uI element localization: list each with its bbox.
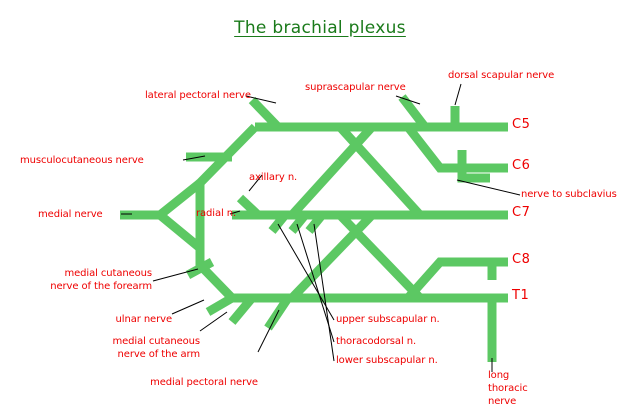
leader-radial [229, 210, 241, 215]
division-c7-to-lower [336, 211, 424, 302]
leader-dorsal-scapular [454, 83, 462, 106]
leader-suprascapular [395, 95, 421, 105]
leader-nerve-to-subclavius [456, 179, 521, 196]
root-label-c7: C7 [512, 205, 531, 220]
medial-cutaneous-arm-branch [228, 295, 256, 325]
label-long-thoracic-nerve-line1: long [488, 370, 510, 381]
lateral-cord-to-median [157, 179, 203, 219]
root-label-c5: C5 [512, 117, 531, 132]
medial-cutaneous-forearm-branch [185, 258, 215, 279]
leader-medial-cut-forearm [152, 268, 199, 282]
lower-subscapular-nerve-branch [305, 212, 326, 234]
leader-lines [121, 83, 521, 372]
label-medial-pectoral-nerve: medial pectoral nerve [150, 377, 258, 388]
leader-ulnar [171, 299, 205, 315]
label-lateral-pectoral-nerve: lateral pectoral nerve [145, 90, 251, 101]
nerve-trunks [120, 94, 508, 362]
division-lower-to-c7 [288, 211, 376, 302]
label-medial-cutaneous-forearm-line1: medial cutaneous [64, 268, 152, 279]
root-label-c6: C6 [512, 158, 531, 173]
label-medial-cutaneous-arm-line2: nerve of the arm [117, 349, 201, 360]
leader-thoracodorsal [296, 223, 335, 343]
label-lower-subscapular-nerve: lower subscapular n. [336, 355, 438, 366]
upper-subscapular-nerve-branch [268, 212, 289, 234]
division-c5-to-posterior [336, 123, 424, 219]
label-musculocutaneous-nerve: musculocutaneous nerve [20, 155, 144, 166]
page-title-text: The brachial plexus [234, 18, 406, 38]
label-nerve-to-subclavius: nerve to subclavius [521, 189, 617, 200]
ulnar-nerve-branch [205, 294, 235, 316]
label-dorsal-scapular-nerve: dorsal scapular nerve [448, 70, 555, 81]
label-suprascapular-nerve: suprascapular nerve [305, 82, 406, 93]
suprascapular-nerve-branch [398, 94, 429, 130]
medial-cord-to-median [157, 211, 203, 252]
label-long-thoracic-nerve-line2: thoracic [488, 383, 528, 394]
label-thoracodorsal-nerve: thoracodorsal n. [336, 336, 417, 347]
nerve-to-subclavius-branch [457, 150, 490, 183]
leader-medial-cut-arm [199, 311, 228, 332]
medial-cord [195, 215, 236, 302]
root-label-c8: C8 [512, 252, 531, 267]
thoracodorsal-nerve-branch [288, 212, 309, 234]
leader-medial-pectoral [257, 309, 280, 353]
label-upper-subscapular-nerve: upper subscapular n. [336, 314, 440, 325]
root-label-t1: T1 [512, 288, 530, 303]
leader-upper-subscapular [277, 223, 335, 321]
label-ulnar-nerve: ulnar nerve [115, 314, 173, 325]
label-medial-cutaneous-arm-line1: medial cutaneous [112, 336, 200, 347]
leader-lower-subscapular [313, 223, 335, 362]
label-axillary-nerve: axillary n. [249, 172, 298, 183]
label-medial-nerve: medial nerve [38, 209, 103, 220]
c8-to-lower-trunk [404, 257, 470, 301]
division-posterior-to-c7 [288, 123, 376, 219]
leader-axillary [248, 174, 263, 192]
leader-musculocutaneous [182, 155, 206, 161]
page-title: The brachial plexus [0, 18, 640, 38]
label-radial-nerve: radial n. [196, 208, 237, 219]
label-long-thoracic-nerve-line3: nerve [488, 396, 517, 407]
leader-lateral-pectoral [245, 95, 277, 104]
lateral-pectoral-nerve-branch [248, 96, 282, 131]
label-medial-cutaneous-forearm-line2: nerve of the forearm [50, 281, 152, 292]
